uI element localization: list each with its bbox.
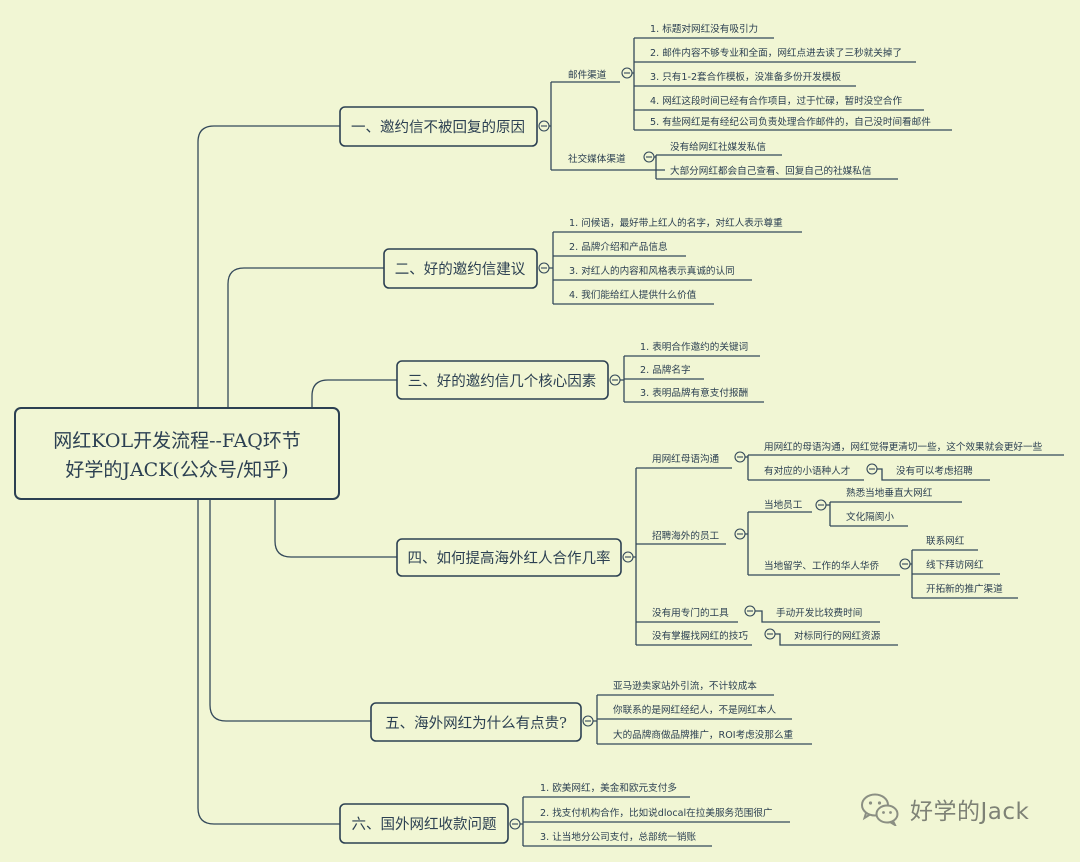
topic-3-label: 三、好的邀约信几个核心因素 bbox=[408, 373, 597, 390]
leaf-4-2-2-1: 联系网红 bbox=[926, 535, 965, 547]
topic-6: 六、国外网红收款问题 1. 欧美网红，美金和欧元支付多 2. 找支付机构合作，比… bbox=[339, 782, 790, 847]
topic-4-group-local-collapse-icon[interactable] bbox=[815, 499, 827, 511]
leaf-1-1-1: 1. 标题对网红没有吸引力 bbox=[650, 23, 758, 35]
root-connectors bbox=[197, 125, 397, 825]
leaf-1-1-5: 5. 有些网红是有经纪公司负责处理合作邮件的，自己没时间看邮件 bbox=[650, 116, 931, 128]
leaf-6-1: 1. 欧美网红，美金和欧元支付多 bbox=[540, 782, 677, 794]
topic-1: 一、邀约信不被回复的原因 邮件渠道 1. 标题对网红没有吸引力 2. 邮件内容不… bbox=[339, 23, 952, 180]
leaf-4-2-1-1: 熟悉当地垂直大网红 bbox=[846, 487, 933, 499]
topic-4-label: 四、如何提高海外红人合作几率 bbox=[408, 550, 611, 567]
watermark-text: 好学的Jack bbox=[910, 799, 1030, 825]
leaf-5-3: 大的品牌商做品牌推广，ROI考虑没那么重 bbox=[613, 729, 794, 741]
leaf-1-2-1: 没有给网红社媒发私信 bbox=[670, 141, 766, 153]
root-title: 网红KOL开发流程--FAQ环节 bbox=[53, 430, 301, 452]
leaf-5-2: 你联系的是网红经纪人，不是网红本人 bbox=[613, 704, 776, 716]
leaf-2-4: 4. 我们能给红人提供什么价值 bbox=[569, 289, 697, 301]
leaf-3-1: 1. 表明合作邀约的关键词 bbox=[640, 341, 748, 353]
topic-4: 四、如何提高海外红人合作几率 用网红母语沟通 用网红的母语沟通，网红觉得更清切一… bbox=[396, 441, 1064, 646]
topic-1-collapse-icon[interactable] bbox=[538, 120, 550, 132]
topic-4-sub-skills: 没有掌握找网红的技巧 bbox=[652, 630, 748, 642]
topic-6-collapse-icon[interactable] bbox=[509, 818, 521, 830]
topic-4-sub-tools: 没有用专门的工具 bbox=[652, 607, 729, 619]
leaf-4-2-2-3: 开拓新的推广渠道 bbox=[926, 583, 1003, 595]
topic-2-collapse-icon[interactable] bbox=[538, 262, 550, 274]
leaf-4-3-1: 手动开发比较费时间 bbox=[776, 607, 862, 619]
topic-2: 二、好的邀约信建议 1. 问候语，最好带上红人的名字，对红人表示尊重 2. 品牌… bbox=[383, 217, 802, 305]
topic-4-collapse-icon[interactable] bbox=[622, 551, 634, 563]
topic-5-box[interactable] bbox=[370, 702, 582, 742]
topic-4-group-overseas-collapse-icon[interactable] bbox=[899, 558, 911, 570]
leaf-3-3: 3. 表明品牌有意支付报酬 bbox=[640, 387, 748, 399]
topic-4-group-overseas: 当地留学、工作的华人华侨 bbox=[764, 560, 880, 572]
topic-1-sub-social-collapse-icon[interactable] bbox=[643, 151, 655, 163]
leaf-2-1: 1. 问候语，最好带上红人的名字，对红人表示尊重 bbox=[569, 217, 783, 229]
root-subtitle: 好学的JACK(公众号/知乎) bbox=[65, 459, 288, 481]
topic-3: 三、好的邀约信几个核心因素 1. 表明合作邀约的关键词 2. 品牌名字 3. 表… bbox=[396, 341, 764, 403]
topic-4-sub-hire-collapse-icon[interactable] bbox=[734, 528, 746, 540]
leaf-1-2-2: 大部分网红都会自己查看、回复自己的社媒私信 bbox=[670, 165, 872, 177]
topic-4-sub-hire: 招聘海外的员工 bbox=[652, 530, 720, 542]
leaf-4-2-1-2: 文化隔阂小 bbox=[846, 511, 894, 523]
leaf-4-1-2-collapse-icon[interactable] bbox=[866, 463, 878, 475]
topic-6-box[interactable] bbox=[339, 803, 509, 844]
root-node[interactable]: 网红KOL开发流程--FAQ环节 好学的JACK(公众号/知乎) bbox=[14, 407, 340, 500]
topic-5-collapse-icon[interactable] bbox=[582, 715, 594, 727]
topic-1-sub-social: 社交媒体渠道 bbox=[568, 153, 626, 165]
wechat-icon bbox=[861, 793, 899, 826]
leaf-6-2: 2. 找支付机构合作，比如说dlocal在拉美服务范围很广 bbox=[540, 807, 773, 819]
leaf-4-2-2-2: 线下拜访网红 bbox=[926, 559, 984, 571]
leaf-1-1-2: 2. 邮件内容不够专业和全面，网红点进去读了三秒就关掉了 bbox=[650, 47, 902, 59]
topic-5: 五、海外网红为什么有点贵? 亚马逊卖家站外引流，不计较成本 你联系的是网红经纪人… bbox=[370, 680, 812, 745]
topic-3-box[interactable] bbox=[396, 360, 609, 400]
leaf-2-3: 3. 对红人的内容和风格表示真诚的认同 bbox=[569, 265, 735, 277]
topic-1-sub-email-collapse-icon[interactable] bbox=[621, 67, 633, 79]
leaf-3-2: 2. 品牌名字 bbox=[640, 364, 691, 376]
leaf-6-3: 3. 让当地分公司支付，总部统一销账 bbox=[540, 831, 697, 843]
topic-1-sub-email: 邮件渠道 bbox=[568, 69, 607, 81]
leaf-4-4-1: 对标同行的网红资源 bbox=[794, 630, 881, 642]
topic-4-sub-native: 用网红母语沟通 bbox=[652, 453, 720, 465]
topic-1-box[interactable] bbox=[339, 106, 538, 147]
leaf-2-2: 2. 品牌介绍和产品信息 bbox=[569, 241, 668, 253]
topic-1-label: 一、邀约信不被回复的原因 bbox=[351, 118, 525, 136]
topic-4-sub-skills-collapse-icon[interactable] bbox=[764, 628, 776, 640]
leaf-1-1-3: 3. 只有1-2套合作模板，没准备多份开发模板 bbox=[650, 71, 841, 83]
leaf-4-1-2: 有对应的小语种人才 bbox=[764, 465, 850, 477]
topic-4-sub-tools-collapse-icon[interactable] bbox=[744, 605, 756, 617]
topic-4-box[interactable] bbox=[396, 538, 622, 577]
leaf-1-1-4: 4. 网红这段时间已经有合作项目，过于忙碌，暂时没空合作 bbox=[650, 95, 902, 107]
topic-3-collapse-icon[interactable] bbox=[609, 374, 621, 386]
topic-2-box[interactable] bbox=[383, 248, 538, 289]
topic-4-sub-native-collapse-icon[interactable] bbox=[734, 451, 746, 463]
topic-2-label: 二、好的邀约信建议 bbox=[395, 261, 526, 278]
leaf-4-1-1: 用网红的母语沟通，网红觉得更清切一些，这个效果就会更好一些 bbox=[764, 441, 1043, 453]
topic-6-label: 六、国外网红收款问题 bbox=[352, 816, 497, 833]
topic-4-group-local: 当地员工 bbox=[764, 499, 803, 511]
leaf-4-1-note: 没有可以考虑招聘 bbox=[896, 465, 973, 477]
leaf-5-1: 亚马逊卖家站外引流，不计较成本 bbox=[613, 680, 757, 692]
topic-5-label: 五、海外网红为什么有点贵? bbox=[385, 715, 567, 732]
watermark: 好学的Jack bbox=[860, 792, 1029, 826]
